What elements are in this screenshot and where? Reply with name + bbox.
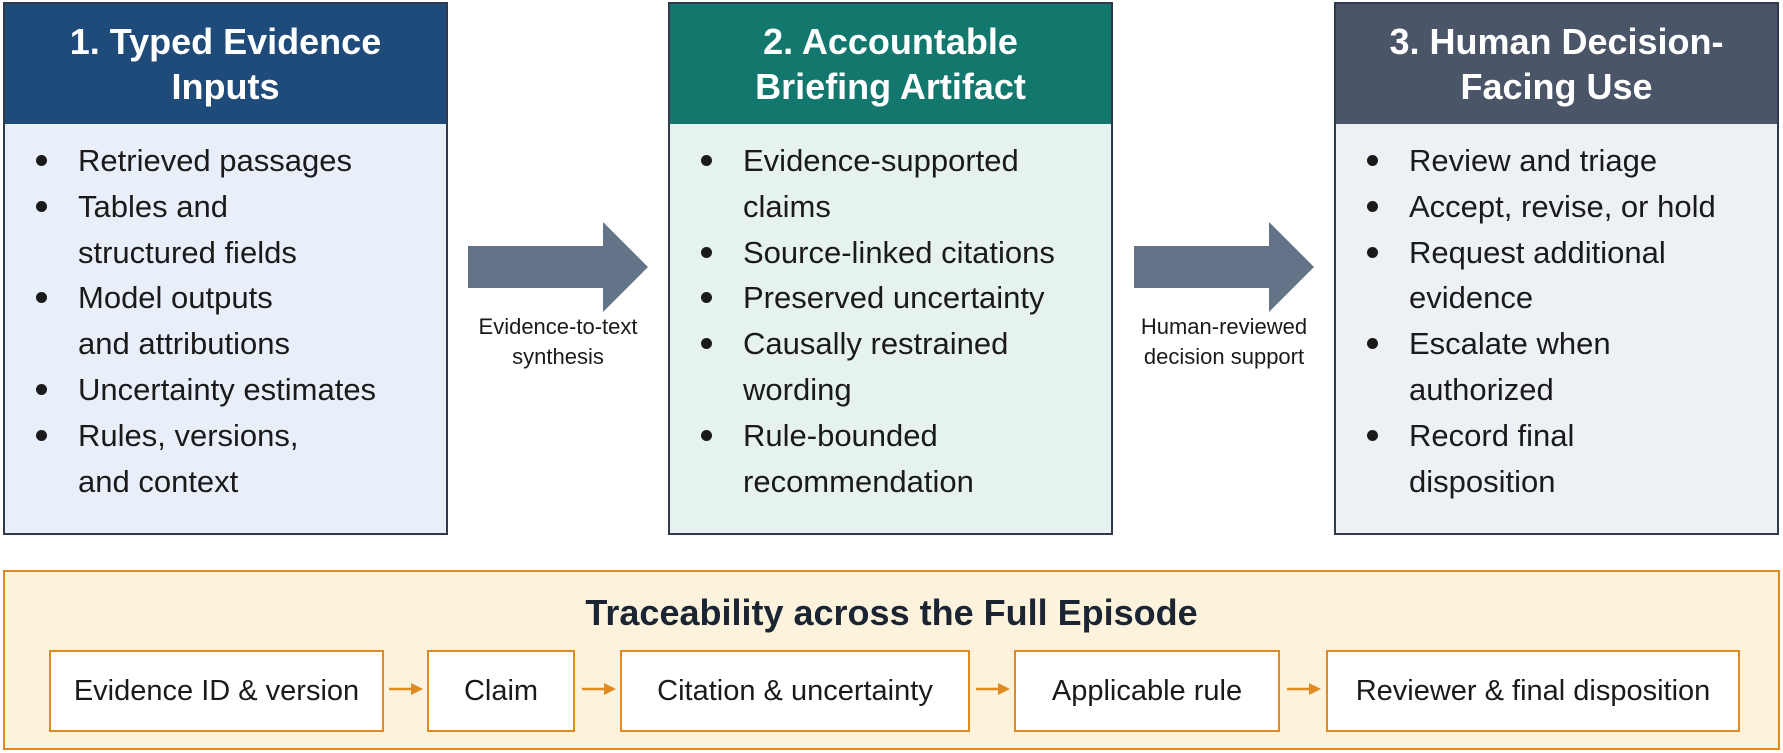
stage-typed-evidence-inputs: 1. Typed Evidence Inputs Retrieved passa… bbox=[3, 2, 448, 535]
bullet-icon bbox=[36, 429, 47, 441]
list-item: Rules, versions, and context bbox=[31, 413, 436, 505]
stage-title: 2. Accountable Briefing Artifact bbox=[670, 4, 1111, 124]
list-item-label: Rules, versions, and context bbox=[78, 417, 299, 499]
trace-step-citation: Citation & uncertainty bbox=[620, 650, 970, 732]
small-right-arrow-icon bbox=[389, 683, 423, 695]
list-item-label: Preserved uncertainty bbox=[743, 280, 1045, 316]
list-item-label: Model outputs and attributions bbox=[78, 280, 290, 362]
connector-label: Human-reviewed decision support bbox=[1140, 314, 1308, 369]
traceability-panel: Traceability across the Full Episode Evi… bbox=[3, 570, 1780, 750]
list-item-label: Request additional evidence bbox=[1409, 234, 1666, 316]
stage-body: Review and triage Accept, revise, or hol… bbox=[1336, 124, 1777, 533]
bullet-icon bbox=[1367, 155, 1378, 166]
stage-title: 3. Human Decision- Facing Use bbox=[1336, 4, 1777, 124]
list-item-label: Record final disposition bbox=[1409, 417, 1575, 499]
stage-human-decision-facing-use: 3. Human Decision- Facing Use Review and… bbox=[1334, 2, 1779, 535]
list-item: Preserved uncertainty bbox=[696, 275, 1101, 321]
list-item-label: Accept, revise, or hold bbox=[1409, 188, 1716, 224]
bullet-icon bbox=[701, 338, 712, 350]
list-item: Accept, revise, or hold bbox=[1362, 184, 1767, 230]
list-item-label: Evidence-supported claims bbox=[743, 143, 1019, 224]
list-item-label: Causally restrained wording bbox=[743, 326, 1009, 407]
bullet-icon bbox=[36, 200, 47, 212]
trace-step-evidence-id: Evidence ID & version bbox=[49, 650, 384, 732]
list-item: Evidence-supported claims bbox=[696, 138, 1101, 230]
list-item: Escalate when authorized bbox=[1362, 321, 1767, 413]
connector-evidence-to-text: Evidence-to-text synthesis bbox=[463, 222, 653, 382]
right-arrow-icon bbox=[468, 222, 648, 312]
trace-step-reviewer: Reviewer & final disposition bbox=[1326, 650, 1740, 732]
stage-accountable-briefing-artifact: 2. Accountable Briefing Artifact Evidenc… bbox=[668, 2, 1113, 535]
connector-label: Evidence-to-text synthesis bbox=[478, 314, 638, 369]
bullet-icon bbox=[36, 155, 47, 166]
connector-human-reviewed: Human-reviewed decision support bbox=[1129, 222, 1319, 382]
list-item-label: Review and triage bbox=[1409, 143, 1658, 178]
small-right-arrow-icon bbox=[582, 683, 616, 695]
list-item-label: Escalate when authorized bbox=[1409, 326, 1611, 407]
bullet-icon bbox=[1367, 338, 1378, 350]
list-item: Uncertainty estimates bbox=[31, 367, 436, 413]
bullet-icon bbox=[1367, 429, 1378, 441]
traceability-title: Traceability across the Full Episode bbox=[585, 592, 1198, 633]
right-arrow-icon bbox=[1134, 222, 1314, 312]
list-item: Tables and structured fields bbox=[31, 184, 436, 276]
bullet-list: Retrieved passages Tables and structured… bbox=[31, 138, 436, 504]
bullet-icon bbox=[1367, 246, 1378, 258]
trace-step-claim: Claim bbox=[427, 650, 575, 732]
bullet-icon bbox=[701, 246, 712, 258]
list-item: Retrieved passages bbox=[31, 138, 436, 184]
stage-title: 1. Typed Evidence Inputs bbox=[5, 4, 446, 124]
list-item: Causally restrained wording bbox=[696, 321, 1101, 413]
list-item-label: Source-linked citations bbox=[743, 234, 1055, 270]
list-item: Model outputs and attributions bbox=[31, 275, 436, 367]
list-item-label: Tables and structured fields bbox=[78, 188, 297, 270]
bullet-icon bbox=[36, 383, 47, 395]
list-item: Rule-bounded recommendation bbox=[696, 413, 1101, 505]
list-item-label: Retrieved passages bbox=[78, 143, 352, 178]
list-item-label: Uncertainty estimates bbox=[78, 371, 377, 407]
bullet-icon bbox=[701, 155, 712, 166]
small-right-arrow-icon bbox=[1287, 683, 1321, 695]
list-item: Request additional evidence bbox=[1362, 230, 1767, 322]
small-right-arrow-icon bbox=[976, 683, 1010, 695]
stage-body: Retrieved passages Tables and structured… bbox=[5, 124, 446, 533]
stage-body: Evidence-supported claims Source-linked … bbox=[670, 124, 1111, 533]
list-item: Record final disposition bbox=[1362, 413, 1767, 505]
bullet-icon bbox=[701, 292, 712, 304]
bullet-icon bbox=[36, 292, 47, 304]
list-item: Source-linked citations bbox=[696, 230, 1101, 276]
trace-step-applicable-rule: Applicable rule bbox=[1014, 650, 1280, 732]
bullet-icon bbox=[1367, 200, 1378, 212]
list-item-label: Rule-bounded recommendation bbox=[743, 417, 974, 499]
bullet-list: Review and triage Accept, revise, or hol… bbox=[1362, 138, 1767, 504]
list-item: Review and triage bbox=[1362, 138, 1767, 184]
bullet-list: Evidence-supported claims Source-linked … bbox=[696, 138, 1101, 504]
bullet-icon bbox=[701, 429, 712, 441]
